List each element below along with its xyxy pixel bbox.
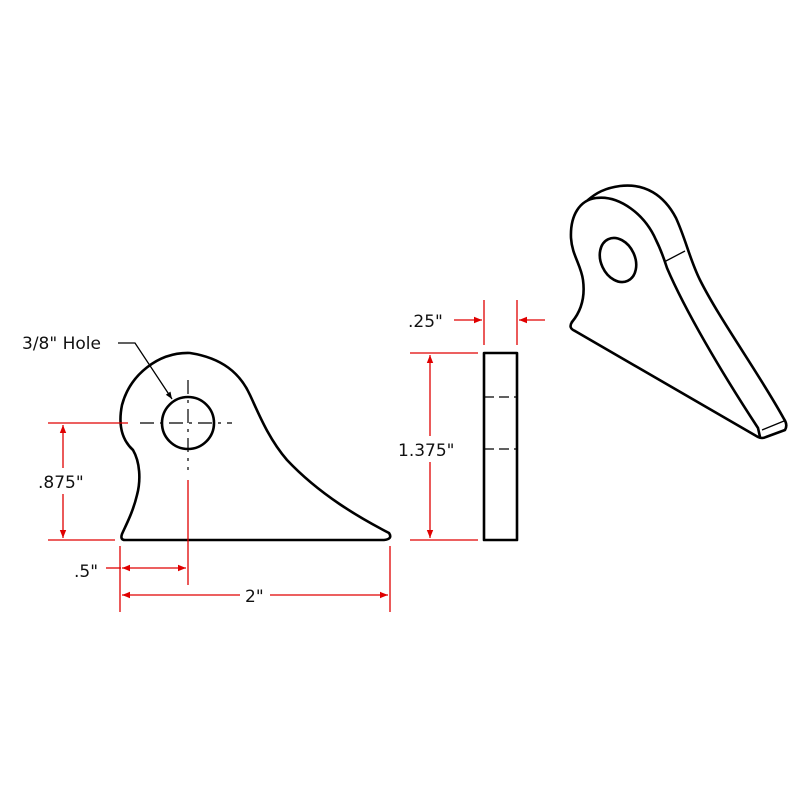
hole-label: 3/8" Hole bbox=[22, 334, 101, 354]
dimension-5-label: .5" bbox=[74, 562, 98, 582]
side-view: .25" 1.375" bbox=[398, 300, 545, 542]
tab-outline bbox=[119, 351, 392, 542]
dimension-1375-label: 1.375" bbox=[398, 441, 455, 461]
iso-front-face bbox=[569, 196, 762, 439]
front-view: 3/8" Hole .875" .5" 2" bbox=[22, 334, 392, 612]
isometric-view bbox=[569, 184, 788, 440]
dimension-25-label: .25" bbox=[408, 312, 443, 332]
side-outline bbox=[482, 351, 519, 542]
iso-hole bbox=[598, 236, 638, 284]
dimension-2-label: 2" bbox=[245, 587, 264, 607]
dimension-875-label: .875" bbox=[38, 473, 84, 493]
iso-edge-line bbox=[663, 250, 686, 263]
iso-edge-line bbox=[761, 420, 785, 431]
hole-leader bbox=[118, 342, 173, 400]
iso-outline bbox=[569, 184, 788, 440]
